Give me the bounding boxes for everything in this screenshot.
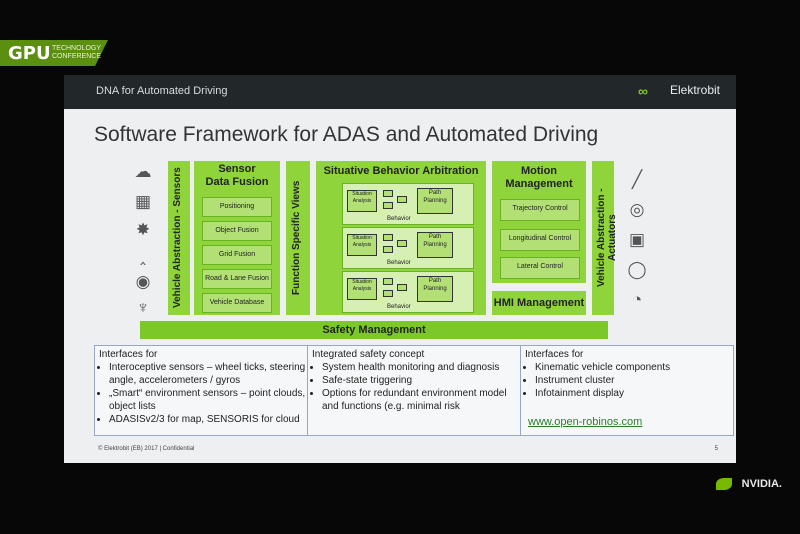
nvidia-wordmark: NVIDIA. — [741, 478, 782, 490]
behavior-mini-box — [383, 278, 393, 285]
behavior-group: Situation Analysis Path Planning Behavio… — [342, 227, 474, 269]
slide: DNA for Automated Driving ∞ Elektrobit S… — [64, 75, 736, 463]
actuators-abstraction-label: Vehicle Abstraction - Actuators — [596, 188, 618, 288]
behavior-label: Behavior — [387, 260, 411, 266]
slide-header: DNA for Automated Driving — [96, 85, 228, 97]
radar-icon: ‸ — [140, 246, 146, 265]
seat-icon: ╱ — [631, 170, 643, 189]
col1-item: ADASISv2/3 for map, SENSORIS for cloud — [109, 413, 307, 426]
col2-title: Integrated safety concept — [312, 349, 425, 360]
col1-item: „Smart“ environment sensors – point clou… — [109, 387, 307, 413]
col3-item: Infotainment display — [535, 387, 733, 400]
actuators-abstraction-bar: Vehicle Abstraction - Actuators — [592, 161, 618, 315]
behavior-mini-box — [397, 284, 407, 291]
col1-item: Interoceptive sensors – wheel ticks, ste… — [109, 361, 307, 387]
brake-icon: ◎ — [629, 200, 645, 219]
safety-management-bar: Safety Management — [140, 321, 608, 339]
gtc-bar — [0, 40, 108, 66]
behavior-arbitration-title: Situative Behavior Arbitration — [323, 165, 479, 177]
camera-icon: ◉ — [135, 272, 151, 291]
motion-item: Trajectory Control — [500, 199, 580, 221]
gauge-icon: ◔ — [631, 290, 643, 309]
motion-title-1: Motion — [520, 165, 558, 177]
satellite-icon: ♆ — [136, 298, 150, 317]
col1-title: Interfaces for — [99, 349, 158, 360]
gtc-sub: TECHNOLOGY CONFERENCE — [52, 45, 101, 61]
sensors-abstraction-bar: Vehicle Abstraction - Sensors — [168, 161, 190, 315]
interfaces-col-3: Interfaces for Kinematic vehicle compone… — [520, 346, 733, 435]
fusion-item: Positioning — [202, 197, 272, 217]
interfaces-col-1: Interfaces for Interoceptive sensors – w… — [95, 346, 307, 435]
behavior-label: Behavior — [387, 304, 411, 310]
function-views-label: Function Specific Views — [291, 180, 302, 296]
gtc-banner: GPU TECHNOLOGY CONFERENCE — [0, 40, 120, 70]
interfaces-table: Interfaces for Interoceptive sensors – w… — [94, 345, 734, 436]
sensor-fusion-title-1: Sensor — [218, 163, 256, 175]
behavior-arbitration-block: Situative Behavior Arbitration Situation… — [316, 161, 486, 315]
col2-item: System health monitoring and diagnosis — [322, 361, 521, 374]
col2-item: Options for redundant environment model … — [322, 387, 521, 413]
situation-analysis-box: Situation Analysis — [347, 234, 377, 256]
function-views-bar: Function Specific Views — [286, 161, 310, 315]
open-robinos-link[interactable]: www.open-robinos.com — [528, 416, 643, 428]
fusion-item: Grid Fusion — [202, 245, 272, 265]
behavior-label: Behavior — [387, 216, 411, 222]
col3-title: Interfaces for — [525, 349, 584, 360]
map-icon: ▦ — [134, 192, 152, 211]
situation-analysis-box: Situation Analysis — [347, 190, 377, 212]
fusion-item: Object Fusion — [202, 221, 272, 241]
motion-title: Motion Management — [492, 165, 586, 191]
behavior-mini-box — [383, 202, 393, 209]
motion-title-2: Management — [505, 178, 573, 190]
hmi-label: HMI Management — [493, 297, 585, 309]
page-number: 5 — [714, 446, 718, 452]
interfaces-col-2: Integrated safety concept System health … — [307, 346, 521, 435]
brand-name: Elektrobit — [669, 83, 720, 97]
sensor-fusion-title-2: Data Fusion — [205, 176, 269, 188]
col3-item: Instrument cluster — [535, 374, 733, 387]
path-planning-box: Path Planning — [417, 188, 453, 214]
fusion-item: Vehicle Database — [202, 293, 272, 313]
path-planning-box: Path Planning — [417, 232, 453, 258]
col3-item: Kinematic vehicle components — [535, 361, 733, 374]
motion-item: Longitudinal Control — [500, 229, 580, 251]
hmi-block: HMI Management — [492, 291, 586, 315]
behavior-mini-box — [383, 290, 393, 297]
col2-item: Safe-state triggering — [322, 374, 521, 387]
behavior-mini-box — [383, 246, 393, 253]
behavior-mini-box — [397, 196, 407, 203]
lidar-icon: ✸ — [135, 220, 151, 239]
sensors-abstraction-label: Vehicle Abstraction - Sensors — [172, 167, 183, 309]
gtc-gpu: GPU — [8, 43, 51, 64]
behavior-mini-box — [383, 234, 393, 241]
slide-header-bar: DNA for Automated Driving ∞ Elektrobit — [64, 75, 736, 109]
sensor-fusion-block: Sensor Data Fusion Positioning Object Fu… — [194, 161, 280, 315]
behavior-mini-box — [383, 190, 393, 197]
cloud-icon: ☁ — [134, 162, 152, 181]
sensor-fusion-title: Sensor Data Fusion — [194, 163, 280, 189]
behavior-mini-box — [397, 240, 407, 247]
behavior-group: Situation Analysis Path Planning Behavio… — [342, 271, 474, 313]
engine-icon: ▣ — [628, 230, 646, 249]
gtc-technology: TECHNOLOGY — [52, 45, 102, 52]
slide-footer: © Elektrobit (EB) 2017 | Confidential — [98, 446, 195, 452]
nvidia-logo-icon — [716, 478, 732, 490]
slide-title: Software Framework for ADAS and Automate… — [94, 123, 599, 146]
gtc-conference: CONFERENCE — [52, 53, 102, 60]
steering-wheel-icon: ◯ — [627, 260, 647, 279]
path-planning-box: Path Planning — [417, 276, 453, 302]
situation-analysis-box: Situation Analysis — [347, 278, 377, 300]
behavior-group: Situation Analysis Path Planning Behavio… — [342, 183, 474, 225]
motion-management-block: Motion Management Trajectory Control Lon… — [492, 161, 586, 283]
fusion-item: Road & Lane Fusion — [202, 269, 272, 289]
motion-item: Lateral Control — [500, 257, 580, 279]
elektrobit-logo-icon: ∞ — [638, 83, 648, 99]
